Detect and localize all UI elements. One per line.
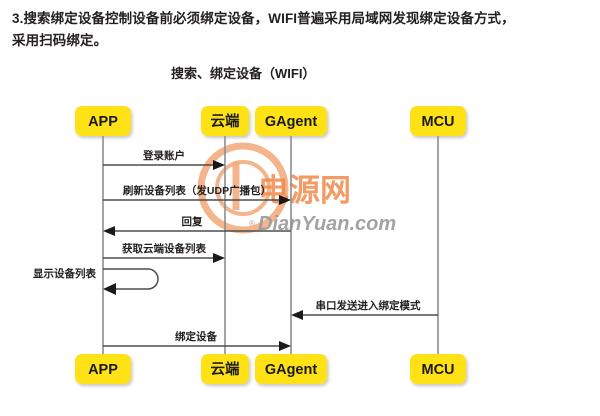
message-reply: 回复	[103, 215, 291, 236]
watermark-cn-text: 电源网	[258, 173, 351, 209]
actor-label: APP	[88, 362, 118, 378]
message-refresh-device-list: 刷新设备列表（发UDP广播包）	[103, 184, 291, 205]
message-label: 串口发送进入绑定模式	[316, 299, 421, 312]
actor-label: APP	[88, 114, 118, 130]
actor-label: 云端	[211, 112, 240, 130]
actor-cloud-bottom[interactable]: 云端	[201, 354, 249, 384]
actor-gagent-top[interactable]: GAgent	[255, 106, 327, 136]
actor-label: 云端	[211, 360, 240, 378]
actor-label: GAgent	[265, 114, 318, 130]
message-uart-enter-bind-mode: 串口发送进入绑定模式	[291, 299, 438, 320]
actor-mcu-top[interactable]: MCU	[410, 106, 466, 136]
message-show-device-list-self: 显示设备列表	[33, 267, 159, 295]
section-heading-text: 3.搜索绑定设备控制设备前必须绑定设备，WIFI普遍采用局域网发现绑定设备方式，…	[12, 11, 515, 48]
arrowhead-left-icon	[291, 310, 303, 320]
message-label: 绑定设备	[175, 330, 217, 343]
message-login-account: 登录账户	[103, 149, 225, 170]
message-label: 获取云端设备列表	[122, 242, 206, 255]
message-label: 回复	[182, 215, 203, 228]
message-fetch-cloud-device-list: 获取云端设备列表	[103, 242, 225, 263]
arrowhead-left-icon	[103, 226, 115, 236]
actor-mcu-bottom[interactable]: MCU	[410, 354, 466, 384]
actor-app-top[interactable]: APP	[75, 106, 131, 136]
sequence-diagram: 电源网 ® DianYuan.com 搜索、绑定设备（WIFI） 登录账户 刷新…	[0, 58, 600, 416]
actor-cloud-top[interactable]: 云端	[201, 106, 249, 136]
lifelines	[102, 135, 439, 354]
actor-label: MCU	[421, 114, 454, 130]
arrowhead-right-icon	[213, 253, 225, 263]
actor-boxes-top: APP 云端 GAgent MCU	[75, 106, 466, 136]
actor-label: GAgent	[265, 362, 318, 378]
actor-boxes-bottom: APP 云端 GAgent MCU	[75, 354, 466, 384]
arrowhead-right-icon	[279, 341, 291, 351]
actor-label: MCU	[421, 362, 454, 378]
diagram-title: 搜索、绑定设备（WIFI）	[171, 66, 315, 81]
message-label: 显示设备列表	[33, 267, 96, 280]
arrowhead-right-icon	[279, 195, 291, 205]
arrowhead-right-icon	[213, 160, 225, 170]
self-loop-path	[103, 268, 159, 290]
message-label: 登录账户	[142, 149, 185, 162]
actor-gagent-bottom[interactable]: GAgent	[255, 354, 327, 384]
actor-app-bottom[interactable]: APP	[75, 354, 131, 384]
message-bind-device: 绑定设备	[103, 330, 291, 351]
messages: 登录账户 刷新设备列表（发UDP广播包） 回复 获取云端设备列表	[33, 149, 438, 351]
watermark-registered-mark: ®	[249, 219, 255, 228]
watermark: 电源网 ® DianYuan.com	[197, 142, 396, 235]
message-label: 刷新设备列表（发UDP广播包）	[123, 184, 271, 197]
arrowhead-left-icon	[103, 283, 116, 295]
watermark-en-text: DianYuan.com	[258, 213, 396, 235]
